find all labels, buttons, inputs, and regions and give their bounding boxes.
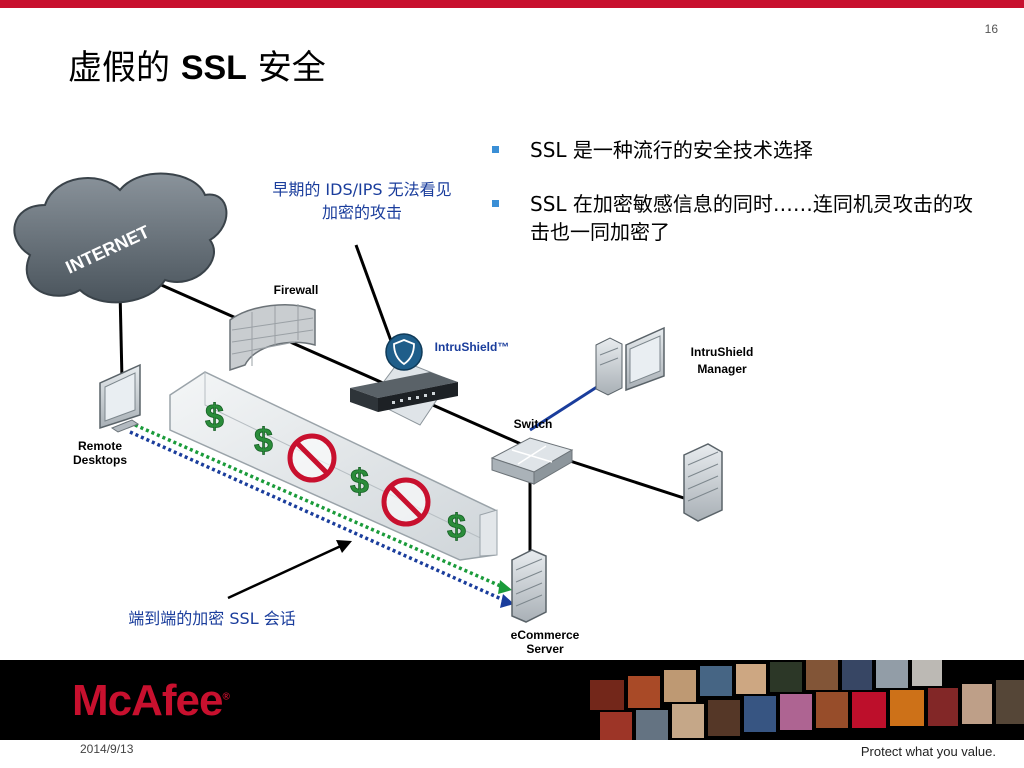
mcafee-logo-text: McAfee	[72, 676, 223, 725]
dollar-packet-4: $	[447, 508, 466, 546]
ssl-session-green-path	[134, 423, 506, 590]
footer-photo-mosaic	[590, 660, 1024, 740]
session-annotation-arrow	[227, 543, 344, 600]
ecommerce-label-2: Server	[526, 642, 564, 656]
remote-desktop-icon	[99, 363, 141, 433]
ids-annotation-line2: 加密的攻击	[322, 203, 402, 222]
blocked-attack-icon-1	[287, 433, 337, 483]
manager-server-icon	[595, 337, 623, 396]
firewall-label: Firewall	[274, 283, 319, 297]
ecommerce-server-icon	[511, 549, 547, 623]
dollar-packet-2: $	[254, 422, 273, 460]
title-part2: SSL	[180, 49, 247, 87]
ecommerce-label-1: eCommerce	[511, 628, 580, 642]
ids-annotation-line1: 早期的 IDS/IPS 无法看见	[272, 180, 451, 199]
intrushield-shield-icon	[385, 333, 423, 371]
tunnel-packets: $ $ $ $	[205, 398, 467, 547]
slide-date: 2014/9/13	[80, 742, 134, 756]
internet-cloud: INTERNET	[13, 172, 228, 304]
top-accent-bar	[0, 0, 1024, 8]
dollar-packet-1: $	[205, 398, 224, 436]
footer-band: McAfee®	[0, 660, 1024, 740]
bullet-item-2: SSL 在加密敏感信息的同时……连同机灵攻击的攻击也一同加密了	[490, 190, 990, 246]
title-part1: 虚假的	[68, 48, 170, 88]
intrushield-label: IntruShield™	[435, 340, 510, 354]
bottom-strip	[0, 740, 1024, 768]
manager-label-1: IntruShield	[691, 345, 754, 359]
blocked-attack-icon-2	[381, 477, 431, 527]
mcafee-logo: McAfee®	[72, 676, 230, 725]
intrushield-appliance-icon	[350, 359, 458, 426]
title-part3: 安全	[257, 48, 326, 88]
network-diagram: INTERNET 早期的 IDS/IPS 无法看见 加密的攻击 Firewall…	[13, 172, 754, 656]
server-icon	[683, 443, 723, 522]
manager-monitor-icon	[625, 326, 665, 392]
footer-tagline: Protect what you value.	[860, 744, 996, 759]
dollar-packet-3: $	[350, 463, 369, 501]
switch-icon	[490, 437, 574, 485]
session-annotation: 端到端的加密 SSL 会话	[128, 609, 295, 628]
switch-label: Switch	[514, 417, 553, 431]
remote-desktops-label-2: Desktops	[73, 453, 127, 467]
firewall-icon	[229, 304, 316, 372]
bullet-list: SSL 是一种流行的安全技术选择 SSL 在加密敏感信息的同时……连同机灵攻击的…	[490, 136, 990, 272]
manager-label-2: Manager	[697, 362, 747, 376]
slide-title: 虚假的 SSL 安全	[68, 40, 326, 89]
remote-desktops-label-1: Remote	[78, 439, 122, 453]
bullet-item-1: SSL 是一种流行的安全技术选择	[490, 136, 990, 164]
page-number: 16	[984, 22, 998, 36]
